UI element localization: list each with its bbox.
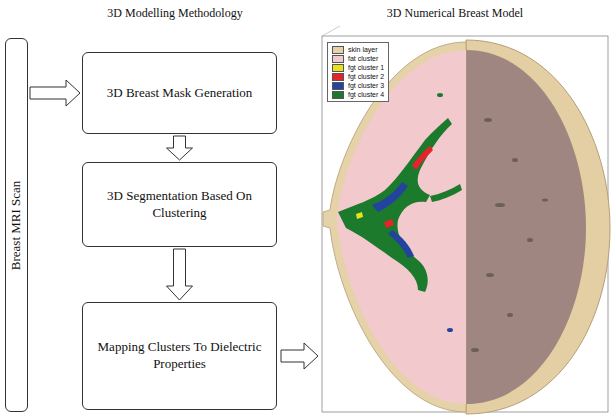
fgt-spots — [437, 93, 548, 352]
legend-item: fgt cluster 2 — [332, 72, 384, 81]
process-box: 3D Segmentation Based On Clustering — [82, 162, 277, 247]
process-box: 3D Breast Mask Generation — [82, 52, 277, 134]
process-box: Mapping Clusters To Dielectric Propertie… — [82, 302, 277, 410]
section-title: 3D Modelling Methodology — [107, 6, 242, 21]
legend-text: fgt cluster 4 — [348, 90, 384, 99]
fgt-tissue — [384, 219, 394, 228]
skin-layer — [323, 42, 466, 412]
node-text: 3D Segmentation Based On Clustering — [83, 184, 276, 226]
node-text: Mapping Clusters To Dielectric Propertie… — [83, 335, 276, 377]
legend-swatch — [332, 46, 344, 54]
node-text: Breast MRI Scan — [8, 180, 25, 270]
legend-swatch — [332, 55, 344, 63]
legend-text: fgt cluster 2 — [348, 72, 384, 81]
legend-swatch — [332, 82, 344, 90]
fgt-tissue — [388, 230, 414, 258]
node-text: 3D Breast Mask Generation — [99, 81, 261, 106]
fgt-tissue — [412, 146, 433, 170]
block-arrow — [30, 80, 80, 106]
box-edge — [322, 26, 340, 36]
legend-text: fat cluster — [348, 54, 378, 63]
fgt-tissue — [338, 118, 452, 292]
legend-text: fgt cluster 3 — [348, 81, 384, 90]
skin-outer — [466, 40, 610, 414]
legend-item: skin layer — [332, 45, 384, 54]
block-arrow — [167, 249, 193, 300]
block-arrow — [167, 136, 193, 160]
shaded-half — [466, 50, 586, 404]
fgt-tissue — [372, 182, 408, 212]
legend-swatch — [332, 91, 344, 99]
legend-swatch — [332, 73, 344, 81]
section-title: 3D Numerical Breast Model — [387, 6, 523, 21]
legend-text: fgt cluster 1 — [348, 63, 384, 72]
legend-item: fgt cluster 4 — [332, 90, 384, 99]
legend-swatch — [332, 64, 344, 72]
fgt-tissue — [430, 184, 462, 202]
input-band: Breast MRI Scan — [5, 38, 28, 412]
legend-box: skin layerfat clusterfgt cluster 1fgt cl… — [327, 42, 389, 102]
fat-section — [337, 50, 466, 404]
block-arrow — [281, 343, 318, 369]
fgt-tissue — [356, 212, 363, 219]
legend-item: fgt cluster 3 — [332, 81, 384, 90]
legend-item: fat cluster — [332, 54, 384, 63]
legend-item: fgt cluster 1 — [332, 63, 384, 72]
legend-text: skin layer — [348, 45, 378, 54]
